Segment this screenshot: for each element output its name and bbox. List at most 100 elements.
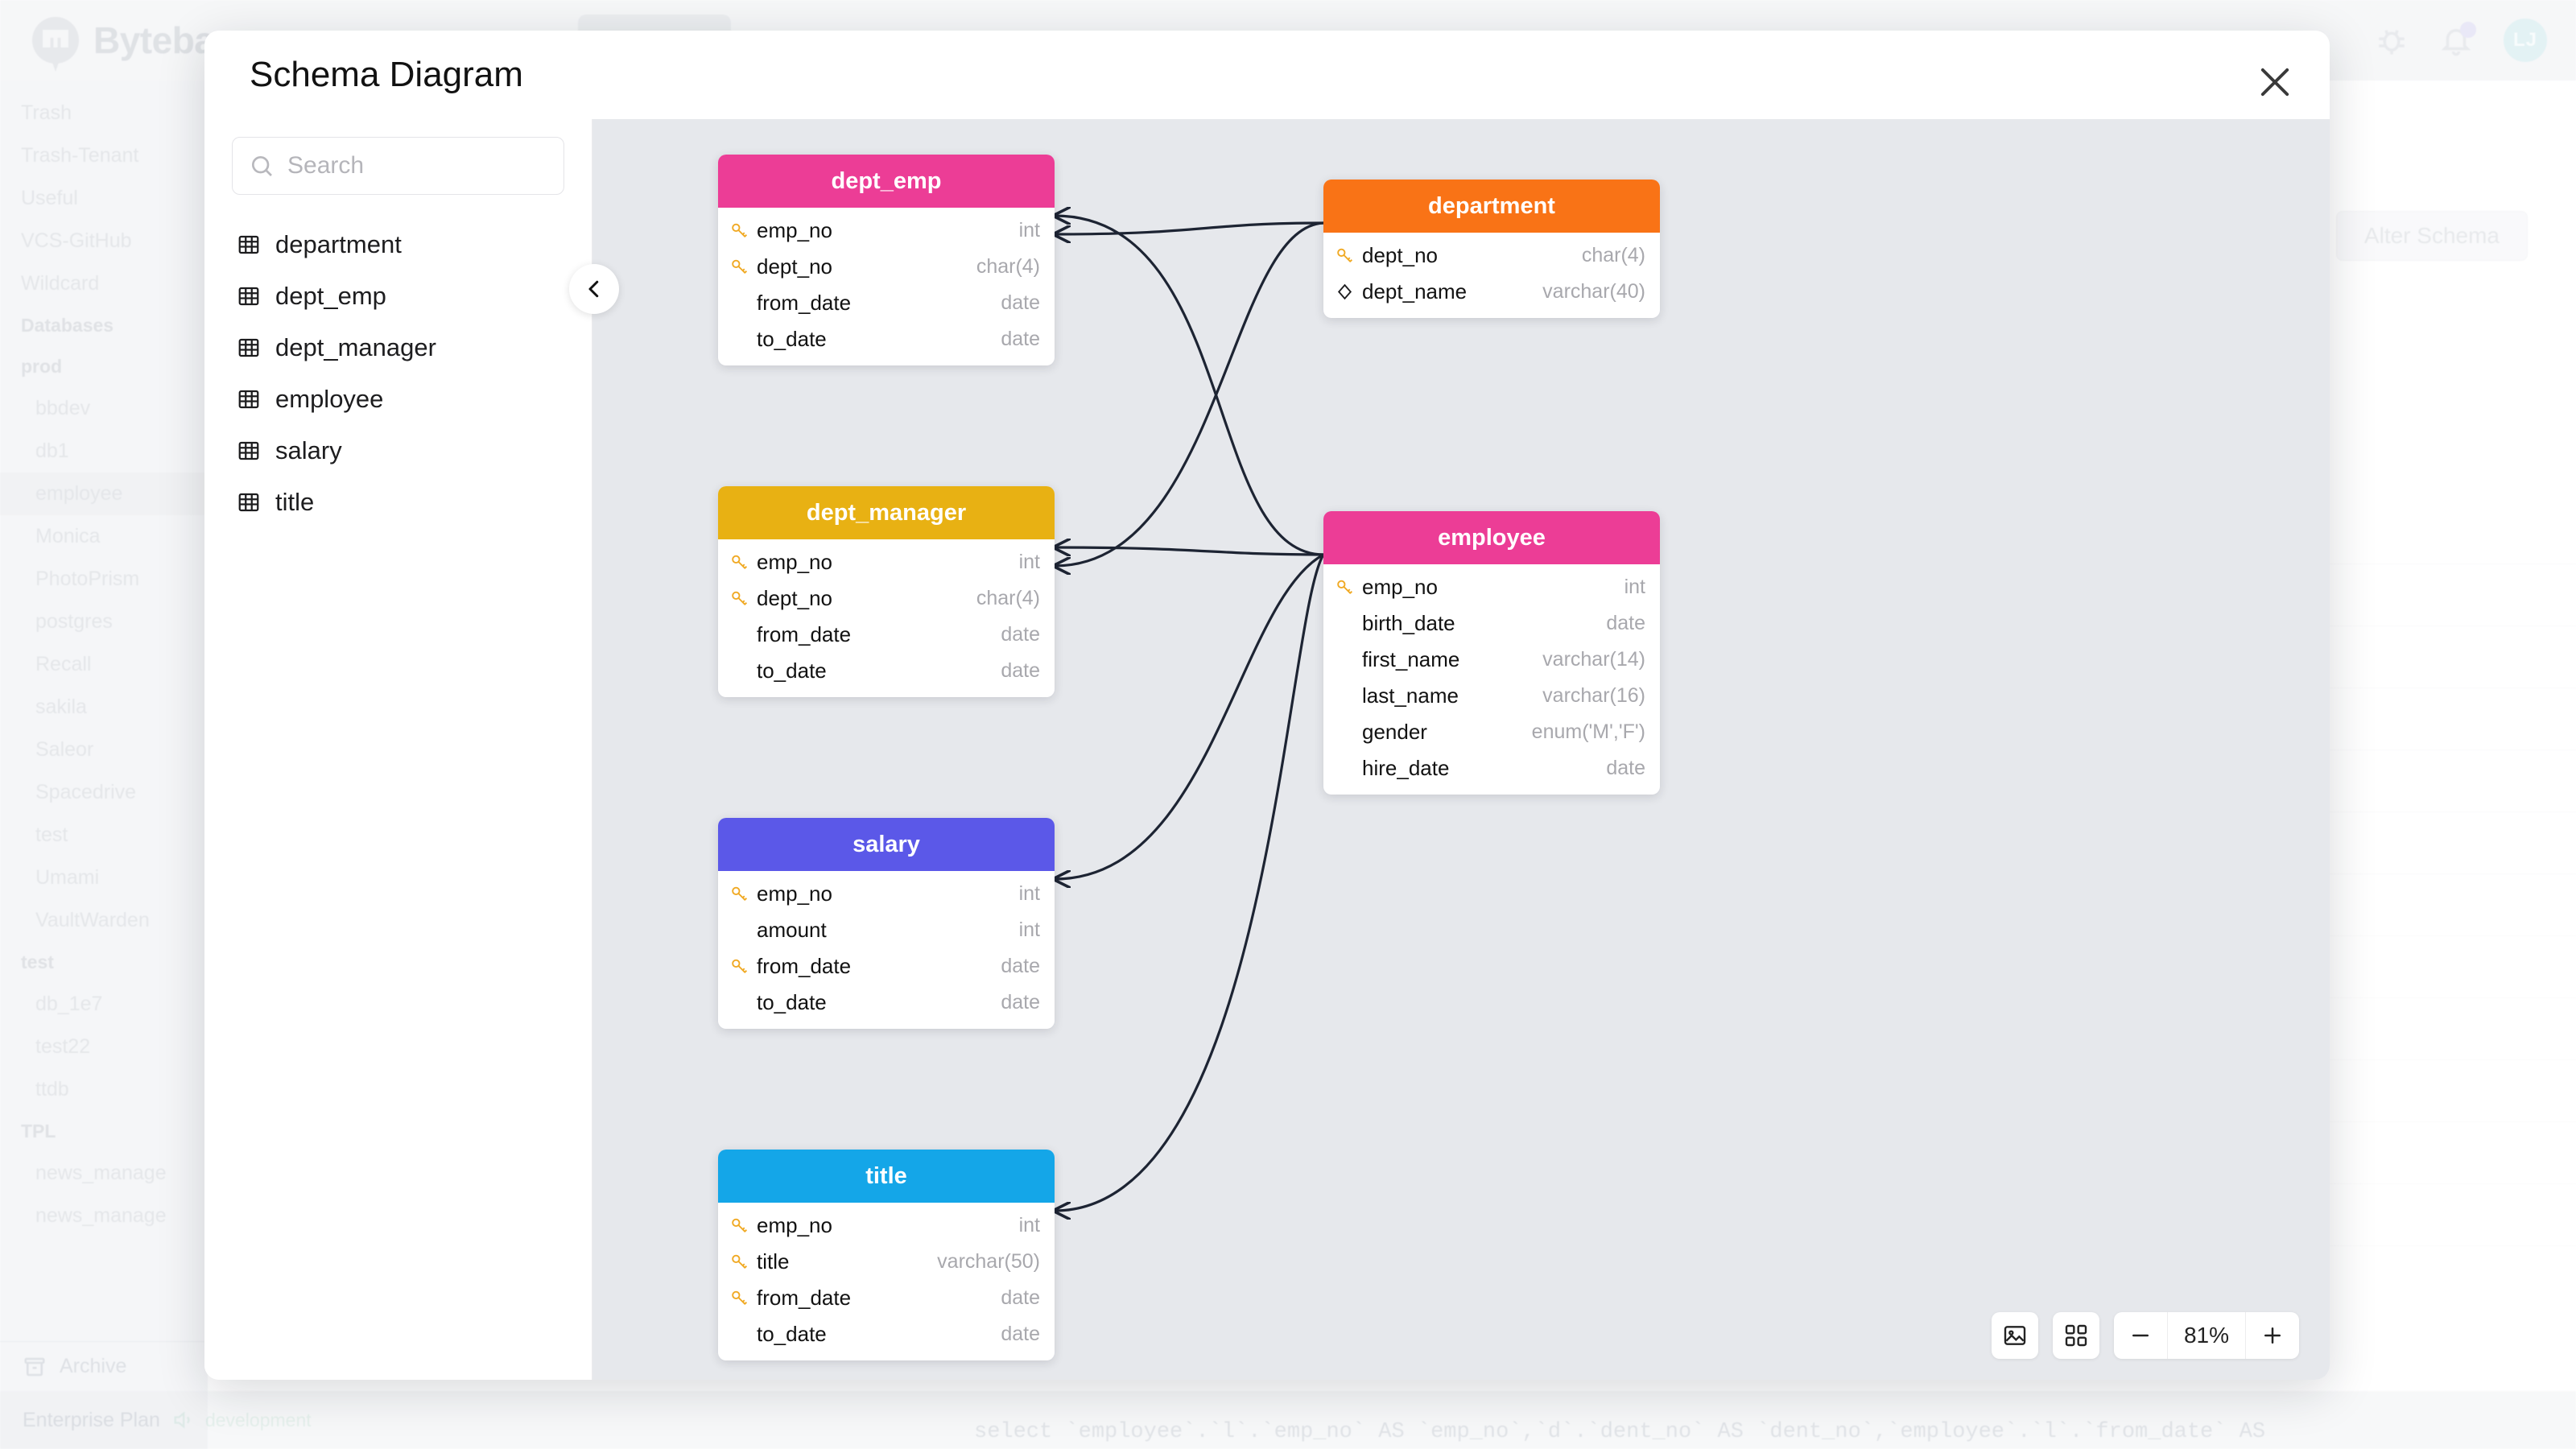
table-list-item-department[interactable]: department <box>232 219 564 270</box>
table-icon <box>238 287 259 306</box>
key-icon <box>732 1254 748 1269</box>
sidebar-item-wildcard[interactable]: Wildcard <box>21 272 100 295</box>
sidebar-item-db1[interactable]: db1 <box>35 440 69 462</box>
sidebar-item-umami[interactable]: Umami <box>35 866 100 889</box>
canvas-toolbar: 81% <box>1992 1312 2299 1359</box>
sidebar-item-vcs-github[interactable]: VCS-GitHub <box>21 229 132 252</box>
sidebar-item-news-manage[interactable]: news_manage <box>35 1204 167 1227</box>
table-list-item-label: title <box>275 488 315 516</box>
sidebar-item-test22[interactable]: test22 <box>35 1035 91 1058</box>
column-row[interactable]: emp_no int <box>1323 569 1660 605</box>
table-list-item-title[interactable]: title <box>232 477 564 528</box>
bell-icon[interactable] <box>2439 22 2476 57</box>
search-box[interactable] <box>232 137 564 195</box>
table-list-item-dept_emp[interactable]: dept_emp <box>232 270 564 322</box>
column-name: emp_no <box>757 881 832 906</box>
sidebar-item-trash[interactable]: Trash <box>21 101 72 124</box>
sidebar-item-postgres[interactable]: postgres <box>35 610 113 633</box>
close-icon[interactable] <box>2254 61 2296 103</box>
image-icon[interactable] <box>1992 1312 2038 1359</box>
alter-schema-button[interactable]: Alter Schema <box>2335 211 2528 261</box>
sidebar-item-db-1e7[interactable]: db_1e7 <box>35 993 103 1015</box>
minus-icon[interactable] <box>2114 1312 2167 1359</box>
sidebar-item-photoprism[interactable]: PhotoPrism <box>35 568 140 590</box>
sidebar-item-ttdb[interactable]: ttdb <box>35 1078 69 1100</box>
sidebar-item-monica[interactable]: Monica <box>35 525 101 547</box>
table-node-title: dept_emp <box>718 155 1055 208</box>
key-icon <box>729 1288 757 1308</box>
modal-header: Schema Diagram <box>204 31 2330 119</box>
table-list-item-employee[interactable]: employee <box>232 374 564 425</box>
sidebar-item-useful[interactable]: Useful <box>21 187 78 209</box>
sidebar-item-news-manage[interactable]: news_manage <box>35 1162 167 1184</box>
table-list-item-salary[interactable]: salary <box>232 425 564 477</box>
sidebar-item-bbdev[interactable]: bbdev <box>35 397 91 419</box>
bug-icon[interactable] <box>2375 23 2409 57</box>
sidebar-item-test[interactable]: test <box>35 824 68 846</box>
column-type: int <box>1624 576 1645 598</box>
sidebar-item-spacedrive[interactable]: Spacedrive <box>35 781 137 803</box>
sidebar-item-tpl: TPL <box>21 1121 56 1141</box>
sidebar-item-vaultwarden[interactable]: VaultWarden <box>35 909 150 931</box>
column-name: emp_no <box>1362 575 1438 599</box>
sidebar-item-sakila[interactable]: sakila <box>35 696 87 718</box>
column-type: date <box>1001 659 1040 682</box>
search-input[interactable] <box>287 152 547 180</box>
sidebar-item-saleor[interactable]: Saleor <box>35 738 94 761</box>
sidebar-item-trash-tenant[interactable]: Trash-Tenant <box>21 144 139 167</box>
column-type: date <box>1606 612 1645 634</box>
archive-label: Archive <box>60 1355 127 1377</box>
diamond-icon <box>1337 283 1352 300</box>
plus-icon[interactable] <box>2246 1312 2299 1359</box>
key-icon <box>1337 580 1353 594</box>
avatar[interactable]: LJ <box>2504 19 2547 62</box>
grid-icon[interactable] <box>2053 1312 2099 1359</box>
sidebar-item-employee[interactable]: employee <box>0 473 208 515</box>
key-icon <box>732 1218 748 1232</box>
table-list-item-dept_manager[interactable]: dept_manager <box>232 322 564 374</box>
chevron-left-icon[interactable] <box>569 264 619 314</box>
sidebar-item-recall[interactable]: Recall <box>35 653 92 675</box>
column-type: date <box>1001 991 1040 1013</box>
column-type: varchar(40) <box>1542 280 1645 303</box>
table-icon <box>238 441 259 460</box>
table-icon <box>238 493 259 512</box>
table-node-title: title <box>718 1150 1055 1203</box>
sidebar-item-archive[interactable]: Archive <box>0 1341 208 1391</box>
column-type: date <box>1001 623 1040 646</box>
column-name: emp_no <box>757 1213 832 1237</box>
